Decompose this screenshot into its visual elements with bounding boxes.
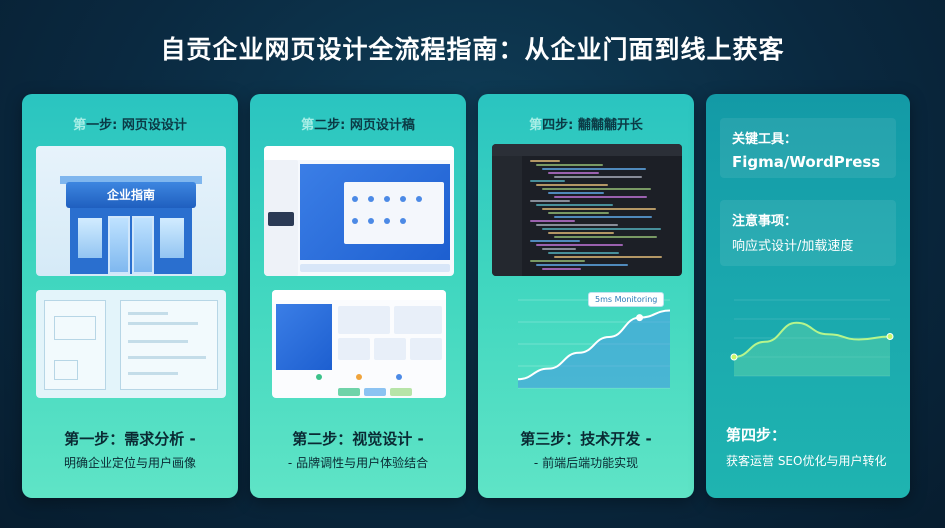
page-title: 自贡企业网页设计全流程指南：从企业门面到线上获客 xyxy=(160,35,785,64)
code-line xyxy=(542,208,656,210)
code-line xyxy=(554,196,647,198)
step-title: 第二步：视觉设计 - xyxy=(292,430,424,448)
note-value: 响应式设计/加载速度 xyxy=(732,239,854,254)
wireframe-illustration xyxy=(36,290,226,398)
card-head: 第四步: 黼黼黼开长 xyxy=(478,114,694,133)
code-line xyxy=(554,216,652,218)
code-line xyxy=(536,204,613,206)
chart-tooltip: 5ms Monitoring xyxy=(588,292,665,307)
design-mockup-2 xyxy=(272,290,446,398)
code-line xyxy=(554,256,662,258)
growth-area-chart xyxy=(517,299,671,389)
step-title: 第四步： xyxy=(726,426,787,444)
code-line xyxy=(530,180,565,182)
step-subtitle: - 品牌调性与用户体验结合 xyxy=(287,456,429,470)
code-line xyxy=(530,260,585,262)
step-title: 第一步：需求分析 - xyxy=(64,430,196,448)
code-line xyxy=(536,224,618,226)
code-line xyxy=(542,188,651,190)
code-line xyxy=(530,160,560,162)
step-title: 第三步：技术开发 - xyxy=(520,430,652,448)
code-editor-screenshot xyxy=(492,144,682,276)
code-line xyxy=(548,172,599,174)
tool-info-box: 关键工具： Figma/WordPress xyxy=(720,118,896,178)
design-mockup-1 xyxy=(264,146,454,276)
code-line xyxy=(536,244,623,246)
store-sign: 企业指南 xyxy=(66,182,196,208)
code-line xyxy=(548,212,609,214)
code-line xyxy=(548,252,619,254)
code-line xyxy=(548,192,604,194)
data-point xyxy=(886,332,894,340)
code-line xyxy=(542,248,576,250)
card-head: 第一步: 网页设设计 xyxy=(22,114,238,133)
code-line xyxy=(530,240,580,242)
conversion-line-chart xyxy=(730,299,894,377)
card-head-text: 一步: 网页设设计 xyxy=(86,118,187,133)
data-point xyxy=(636,314,644,322)
card-head-text: 四步: 黼黼黼开长 xyxy=(542,118,643,133)
series-area xyxy=(518,310,670,388)
card-head-prefix: 第 xyxy=(73,118,87,133)
data-point xyxy=(730,353,738,361)
card-head: 第二步: 网页设计稿 xyxy=(250,114,466,133)
code-line xyxy=(536,184,608,186)
step-subtitle: 获客运营 SEO优化与用户转化 xyxy=(726,454,887,468)
code-line xyxy=(530,200,570,202)
storefront-illustration: 企业指南 xyxy=(36,146,226,276)
card-head-prefix: 第 xyxy=(529,118,543,133)
card-step-2[interactable]: 第二步: 网页设计稿 第二步：视觉设计 - - 品牌调性与用户体验结合 xyxy=(250,94,466,498)
card-step-3[interactable]: 第四步: 黼黼黼开长 5ms Monitoring 第三步：技术开发 - - 前… xyxy=(478,94,694,498)
code-line xyxy=(554,236,657,238)
code-line xyxy=(554,176,642,178)
tool-value: Figma/WordPress xyxy=(732,153,881,171)
code-line xyxy=(536,164,603,166)
note-label: 注意事项： xyxy=(732,214,798,229)
card-step-4[interactable]: 关键工具： Figma/WordPress 注意事项： 响应式设计/加载速度 第… xyxy=(706,94,910,498)
series-line xyxy=(733,321,891,358)
code-line xyxy=(536,264,628,266)
code-line xyxy=(542,168,646,170)
code-line xyxy=(530,220,575,222)
tool-label: 关键工具： xyxy=(732,132,798,147)
step-subtitle: 明确企业定位与用户画像 xyxy=(63,456,196,470)
card-step-1[interactable]: 第一步: 网页设设计 企业指南 第一步：需求分析 - 明确企业定位与用户画像 xyxy=(22,94,238,498)
code-line xyxy=(542,228,661,230)
code-line xyxy=(542,268,581,270)
note-info-box: 注意事项： 响应式设计/加载速度 xyxy=(720,200,896,266)
step-subtitle: - 前端后端功能实现 xyxy=(533,456,639,470)
code-line xyxy=(548,232,614,234)
card-head-prefix: 第 xyxy=(301,118,315,133)
series-area xyxy=(734,322,890,376)
card-head-text: 二步: 网页设计稿 xyxy=(314,118,415,133)
